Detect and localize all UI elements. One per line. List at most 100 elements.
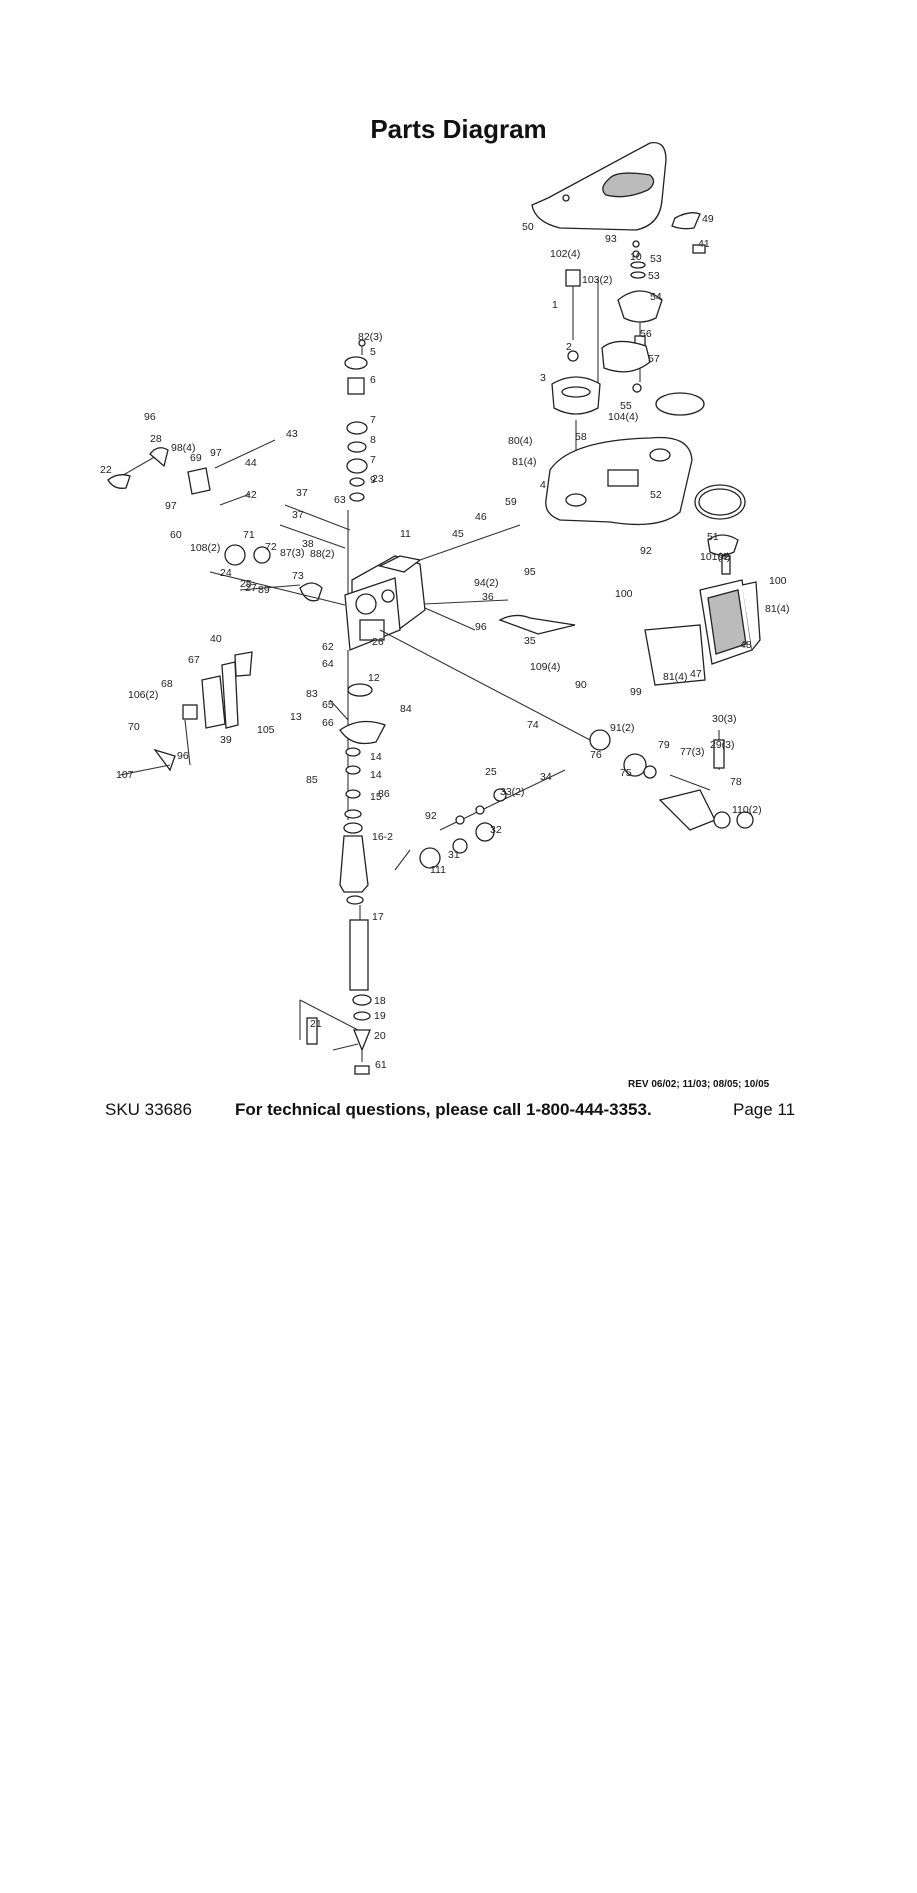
part-label: 69 bbox=[190, 452, 202, 464]
part-label: 75 bbox=[620, 767, 632, 779]
part-label: 26 bbox=[372, 636, 384, 648]
part-label: 7 bbox=[370, 454, 376, 466]
part-label: 28 bbox=[150, 433, 162, 445]
technical-contact: For technical questions, please call 1-8… bbox=[235, 1100, 652, 1119]
part-label: 74 bbox=[527, 719, 539, 731]
part-label: 98(4) bbox=[171, 442, 196, 454]
part-label: 63 bbox=[334, 494, 346, 506]
part-label: 60 bbox=[170, 529, 182, 541]
part-label: 25 bbox=[485, 766, 497, 778]
part-label: 3 bbox=[540, 372, 546, 384]
part-label: 36 bbox=[482, 591, 494, 603]
part-label: 79 bbox=[658, 739, 670, 751]
part-label: 92 bbox=[640, 545, 652, 557]
part-label: 81(4) bbox=[765, 603, 790, 615]
part-label: 18 bbox=[374, 995, 386, 1007]
part-label: 37 bbox=[296, 487, 308, 499]
part-label: 43 bbox=[286, 428, 298, 440]
part-label: 96 bbox=[177, 750, 189, 762]
part-label: 90 bbox=[575, 679, 587, 691]
part-label: 11 bbox=[400, 528, 411, 540]
part-label: 94(2) bbox=[474, 577, 499, 589]
part-label: 104(4) bbox=[608, 411, 638, 423]
part-label: 88(2) bbox=[310, 548, 335, 560]
part-label: 66 bbox=[322, 717, 334, 729]
part-label: 108(2) bbox=[190, 542, 220, 554]
part-label: 52 bbox=[650, 489, 662, 501]
part-label: 103(2) bbox=[582, 274, 612, 286]
part-label: 5 bbox=[370, 346, 376, 358]
part-label: 31 bbox=[448, 849, 460, 861]
part-label: 34 bbox=[540, 771, 552, 783]
sku-number: SKU 33686 bbox=[105, 1100, 192, 1119]
part-label: 13 bbox=[290, 711, 302, 723]
part-label: 39 bbox=[220, 734, 232, 746]
part-label: 65 bbox=[322, 699, 334, 711]
part-label: 20 bbox=[374, 1030, 386, 1042]
part-label: 68 bbox=[161, 678, 173, 690]
part-label: 93 bbox=[605, 233, 617, 245]
part-label: 111 bbox=[430, 864, 446, 876]
part-label: 83 bbox=[306, 688, 318, 700]
part-label: 102(4) bbox=[550, 248, 580, 260]
part-label: 110(2) bbox=[732, 804, 762, 816]
revision-note: REV 06/02; 11/03; 08/05; 10/05 bbox=[628, 1079, 770, 1090]
part-label: 16-2 bbox=[372, 831, 393, 843]
part-label: 70 bbox=[128, 721, 140, 733]
part-label: 71 bbox=[243, 529, 255, 541]
part-label: 41 bbox=[698, 238, 710, 250]
part-label: 101(4) bbox=[700, 551, 730, 563]
part-label: 55 bbox=[620, 400, 632, 412]
part-label: 92 bbox=[425, 810, 437, 822]
page-number: Page 11 bbox=[733, 1100, 796, 1119]
part-label: 59 bbox=[505, 496, 517, 508]
part-label: 4 bbox=[540, 479, 546, 491]
part-label: 58 bbox=[575, 431, 587, 443]
part-label: 24 bbox=[220, 567, 232, 579]
part-label: 47 bbox=[690, 668, 702, 680]
part-label: 14 bbox=[370, 769, 382, 781]
part-label: 61 bbox=[375, 1059, 387, 1071]
part-label: 8 bbox=[370, 434, 376, 446]
part-label: 37 bbox=[292, 509, 304, 521]
part-label: 56 bbox=[640, 328, 652, 340]
part-label: 97 bbox=[165, 500, 177, 512]
part-label: 50 bbox=[522, 221, 534, 233]
part-label: 92 bbox=[718, 551, 730, 563]
part-label: 53 bbox=[648, 270, 660, 282]
part-label: 72 bbox=[265, 541, 277, 553]
page-title: Parts Diagram bbox=[370, 114, 547, 144]
part-label: 33(2) bbox=[500, 786, 525, 798]
part-label: 106(2) bbox=[128, 689, 158, 701]
part-label: 42 bbox=[245, 489, 257, 501]
part-label: 12 bbox=[368, 672, 380, 684]
part-label: 86 bbox=[378, 788, 390, 800]
part-label: 76 bbox=[590, 749, 602, 761]
part-label: 29(3) bbox=[710, 739, 735, 751]
diagram-artwork bbox=[107, 141, 761, 1075]
part-label: 49 bbox=[702, 213, 714, 225]
part-label: 109(4) bbox=[530, 661, 560, 673]
part-label: 100 bbox=[769, 575, 787, 587]
part-label: 80(4) bbox=[508, 435, 533, 447]
part-label: 25 bbox=[240, 578, 252, 590]
part-label: 51 bbox=[707, 531, 719, 543]
part-label: 95 bbox=[524, 566, 536, 578]
part-label: 77(3) bbox=[680, 746, 705, 758]
part-label: 84 bbox=[400, 703, 412, 715]
part-label: 17 bbox=[372, 911, 384, 923]
part-label: 48 bbox=[740, 639, 752, 651]
part-label: 53 bbox=[650, 253, 662, 265]
part-label: 19 bbox=[374, 1010, 386, 1022]
part-callout-labels: 12345678791011121314141516-2171819202122… bbox=[100, 213, 790, 1071]
part-label: 62 bbox=[322, 641, 334, 653]
part-label: 46 bbox=[475, 511, 487, 523]
part-label: 82(3) bbox=[358, 331, 383, 343]
part-label: 81(4) bbox=[512, 456, 537, 468]
part-label: 96 bbox=[144, 411, 156, 423]
part-label: 6 bbox=[370, 374, 376, 386]
part-label: 10 bbox=[630, 251, 642, 263]
part-label: 40 bbox=[210, 633, 222, 645]
part-label: 105 bbox=[257, 724, 275, 736]
